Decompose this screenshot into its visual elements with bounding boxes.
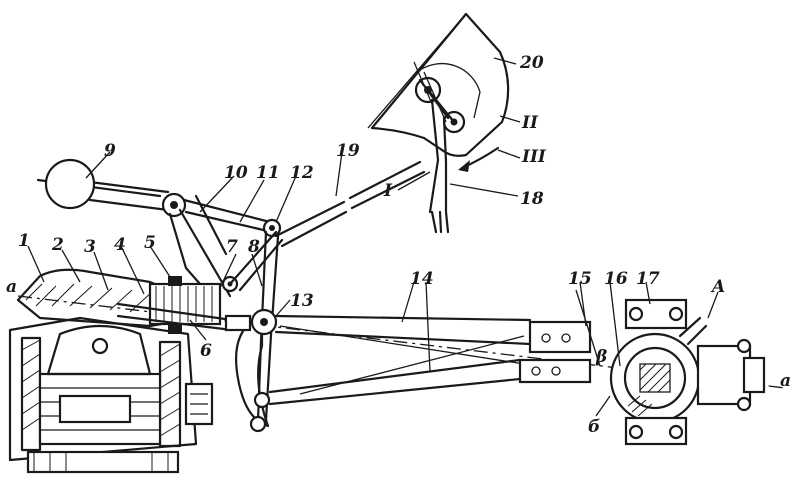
label-16: 16 xyxy=(604,269,628,289)
label-3: 3 xyxy=(84,237,96,257)
label-14: 14 xyxy=(410,269,434,289)
label-19: 19 xyxy=(336,141,360,161)
rod-19 xyxy=(274,160,426,248)
cylinder-assembly-1-6 xyxy=(8,268,252,474)
label-A: A xyxy=(710,277,725,297)
label-I: I xyxy=(383,181,393,201)
label-5: 5 xyxy=(144,233,156,253)
label-7: 7 xyxy=(226,237,238,257)
label-axis-right: a xyxy=(780,371,791,391)
ring-13 xyxy=(235,308,278,433)
hub-assembly-15-17 xyxy=(518,298,766,446)
label-20: 20 xyxy=(519,53,544,73)
labels: 9 10 11 12 19 20 II III 18 I 14 13 1 2 3… xyxy=(6,53,791,437)
leader-lines xyxy=(27,57,719,417)
label-13: 13 xyxy=(290,291,314,311)
label-11: 11 xyxy=(256,163,280,183)
label-6: 6 xyxy=(200,341,212,361)
sector-20 xyxy=(367,12,510,234)
label-III: III xyxy=(521,147,547,167)
label-12: 12 xyxy=(290,163,314,183)
label-4: 4 xyxy=(114,235,126,255)
axis-line-a-a xyxy=(17,295,786,389)
label-axis-left: a xyxy=(6,277,17,297)
label-17: 17 xyxy=(636,269,660,289)
label-beta: β xyxy=(595,347,607,367)
label-9: 9 xyxy=(104,141,116,161)
label-15: 15 xyxy=(568,269,592,289)
label-8: 8 xyxy=(247,237,260,257)
label-b-bottom: б xyxy=(588,417,600,437)
label-10: 10 xyxy=(224,163,248,183)
label-1: 1 xyxy=(18,231,30,251)
label-18: 18 xyxy=(520,189,544,209)
rods-14 xyxy=(268,314,532,406)
counterweight-lever-9 xyxy=(36,158,187,218)
label-2: 2 xyxy=(51,235,64,255)
label-II: II xyxy=(521,113,539,133)
